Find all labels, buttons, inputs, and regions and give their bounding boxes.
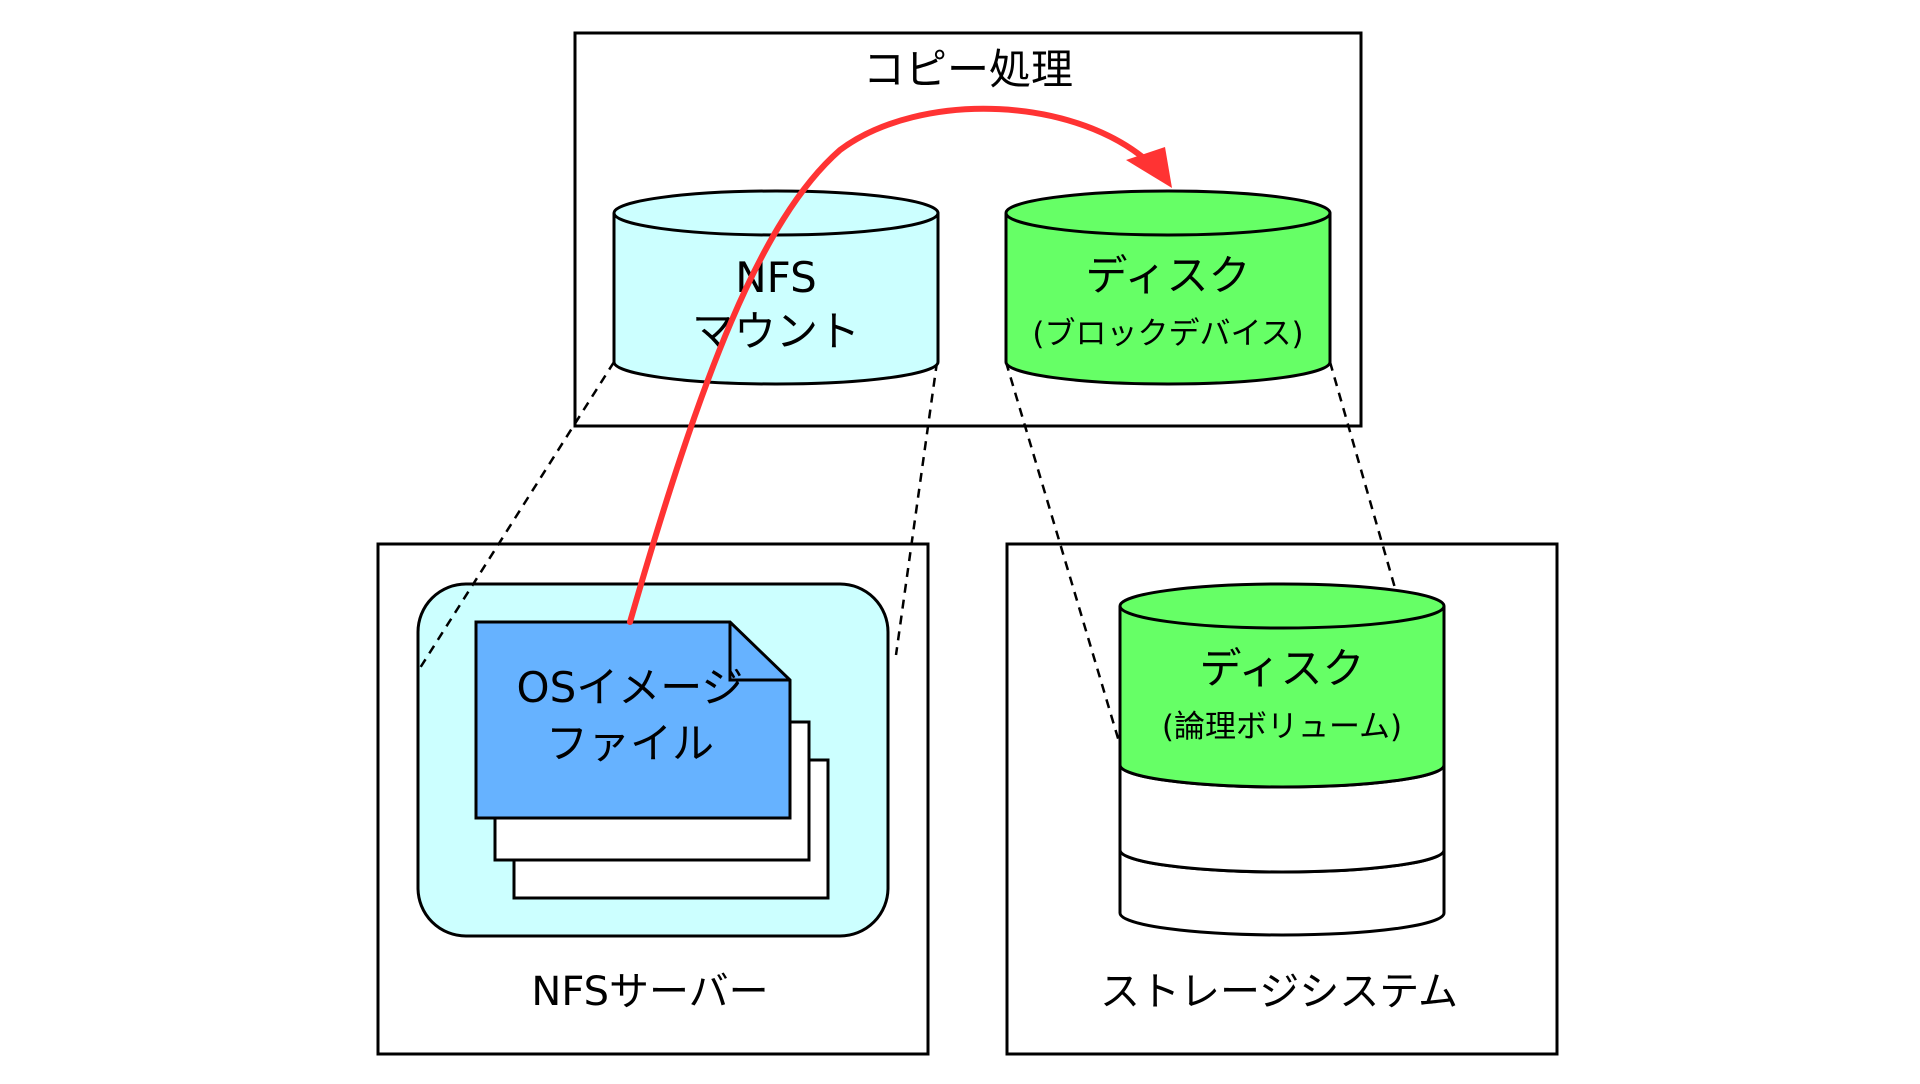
disk-block-cylinder-body [1004,213,1332,386]
disk-logical-label-line1: ディスク [1199,644,1364,693]
disk-block-label-line1: ディスク [1085,251,1250,300]
disk-block-cylinder-top [1004,189,1332,237]
nfs-mount-label-line1: NFS [735,253,817,302]
projection-line [894,361,939,656]
nfs-mount-cylinder: NFS マウント [612,189,940,386]
copy-process-title: コピー処理 [863,45,1073,94]
projection-line [1004,361,1122,746]
disk-logical-label-line2: (論理ボリューム) [1162,709,1402,745]
os-image-label-line1: OSイメージ [517,663,744,712]
file-corner-fold [728,622,790,682]
copy-arrow [627,105,1172,625]
copy-arrow-head [1126,147,1172,188]
nfs-mount-cylinder-body [612,213,940,386]
projection-line [418,361,616,669]
copy-arrow-line [627,105,1158,625]
disk-block-label-line2: (ブロックデバイス) [1032,316,1303,352]
os-image-label-line2: ファイル [546,719,714,768]
disk-logical-volume-cylinder: ディスク (論理ボリューム) [1118,582,1446,937]
disk-logical-cylinder-body [1118,606,1446,789]
disk-block-device-cylinder: ディスク (ブロックデバイス) [1004,189,1332,386]
nfs-server-title: NFSサーバー [531,969,768,1015]
storage-system-title: ストレージシステム [1100,969,1458,1015]
os-image-file-stack: OSイメージ ファイル [474,620,830,900]
os-image-file-icon [474,620,792,820]
disk-logical-cylinder-top [1118,582,1446,630]
